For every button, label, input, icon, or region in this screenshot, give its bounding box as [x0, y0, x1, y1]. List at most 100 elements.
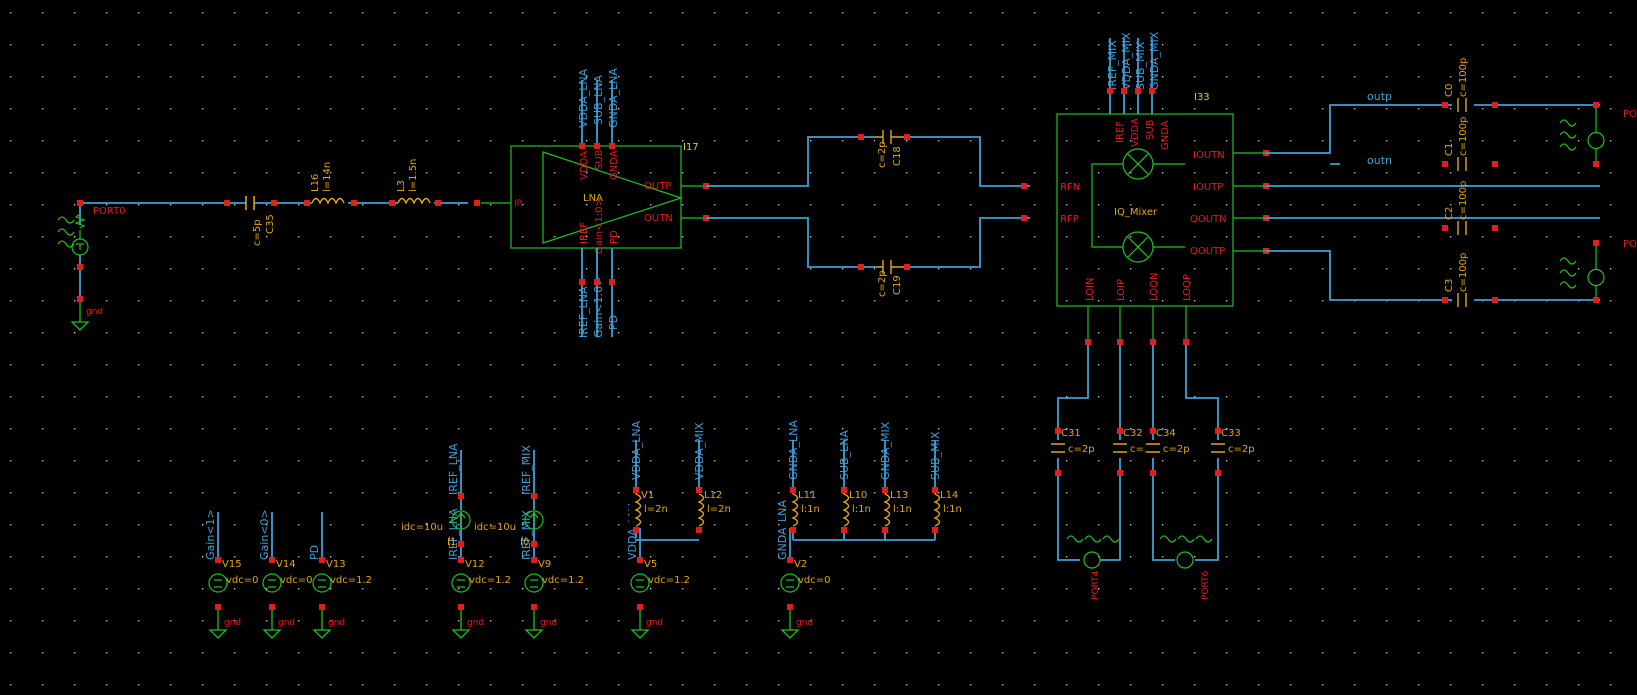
supply-inductors: VDDA_LNAV1l=2nVDDA_MIXL12l=2nGNDA_LNAL11… [629, 420, 962, 541]
l16-value: l=14n [322, 162, 333, 192]
source-gnd: gnd [328, 618, 345, 628]
net-iref-lna: IREF_LNA [577, 286, 590, 338]
output-cap-value: c=100p [1458, 58, 1469, 97]
source-gnd: gnd [224, 618, 241, 628]
output-port-1 [1559, 102, 1605, 167]
l16-name: L16 [310, 174, 321, 192]
mixer-pin-loin: LOIN [1085, 277, 1096, 301]
source-value: vdc=1.2 [542, 575, 584, 586]
mixer-inst: I33 [1194, 92, 1210, 103]
lo-cap-value: c=2p [1068, 444, 1095, 455]
source-value: vdc=0 [798, 575, 831, 586]
input-port: gnd PORT0 [57, 200, 468, 331]
source-inst: V13 [326, 559, 346, 570]
output-cap-name: C0 [1444, 84, 1455, 97]
capacitor-c35: c=5p C35 [224, 196, 277, 246]
lna-pin-outp: OUTP [644, 181, 671, 192]
inductor-net: VDDA_LNA [630, 420, 643, 480]
net-outp: outp [1367, 90, 1392, 103]
net-gnda-lna: GNDA_LNA [607, 68, 620, 128]
inductor-name: L10 [849, 490, 867, 501]
inductor-net: GNDA_LNA [787, 420, 800, 480]
net-vdda-mix: VDDA_MIX [1120, 32, 1133, 90]
lna-pin-pd: PD [609, 230, 620, 244]
source-net: GNDA_LNA [776, 500, 789, 560]
net-gain: Gain<1:0> [592, 277, 605, 338]
inductor-net: SUB_LNA [838, 430, 851, 480]
mixer-pin-loqp: LOQP [1182, 274, 1193, 301]
net-iref-mix: IREF_MIX [1106, 40, 1119, 90]
isrc-value: idc=10u [474, 522, 516, 533]
output-cap-value: c=100p [1458, 181, 1469, 220]
l3-name: L3 [396, 180, 407, 192]
lna-pin-ip: IP [514, 199, 523, 209]
net-vdda-lna: VDDA_LNA [577, 68, 590, 128]
source-net: Gain<0> [258, 509, 271, 560]
lna-block: I17 LNA IP OUTP OUTN VDDA SUB GNDA IREF … [481, 68, 709, 338]
net-sub-lna: SUB_LNA [592, 75, 605, 125]
output-cap-name: C3 [1444, 279, 1455, 292]
lo-cap-c34: C34 c=2p [1145, 428, 1190, 476]
inductor-value: l:1n [893, 504, 912, 515]
isrc-net: IREF_MIX [520, 445, 533, 495]
lo-cap-value: c=2p [1163, 444, 1190, 455]
c35-name: C35 [265, 214, 276, 234]
output-cap-name: C1 [1444, 143, 1455, 156]
output-port-2 [1559, 240, 1605, 303]
inductor-l16: L16 l=14n [304, 162, 357, 208]
lna-pin-gnda: GNDA [609, 150, 620, 180]
lna-pin-gain: Gain<1:0> [594, 198, 605, 254]
inductor-value: l:1n [801, 504, 820, 515]
c35-value: c=5p [252, 219, 263, 246]
port-right-2: PO [1623, 239, 1637, 250]
inductor-value: l=2n [707, 504, 731, 515]
lo-cap-name: C34 [1156, 428, 1176, 439]
source-gnd: gnd [278, 618, 295, 628]
inductor-value: l=2n [644, 504, 668, 515]
lna-pin-vdda: VDDA [579, 151, 590, 180]
supply-sources: Gain<1>V15vdc=0gndGain<0>V14vdc=0gndPDV1… [204, 443, 831, 639]
source-v15: Gain<1> V15 vdc=0 gnd [204, 509, 259, 639]
c19-name: C19 [892, 275, 903, 295]
mixer-name: IQ_Mixer [1114, 207, 1158, 218]
source-net: Gain<1> [204, 509, 217, 560]
mixer-pin-loip: LOIP [1116, 279, 1127, 301]
isrc-net: IREF_LNA [447, 443, 460, 495]
source-inst: V14 [276, 559, 296, 570]
isrc-inst: I1 [447, 537, 456, 548]
lna-inst: I17 [683, 142, 699, 153]
mixer-pin-loqn: LOQN [1149, 273, 1160, 301]
inductor-value: l:1n [943, 504, 962, 515]
inductor-name: L14 [940, 490, 958, 501]
net-sub-mix: SUB_MIX [1134, 41, 1147, 90]
mixer-pin-vdda: VDDA [1130, 118, 1141, 147]
mixer-pin-qoutp: QOUTP [1190, 246, 1225, 257]
output-cap-name: C2 [1444, 207, 1455, 220]
source-value: vdc=0 [226, 575, 259, 586]
port-right-1: PO [1623, 109, 1637, 120]
mixer-pin-qoutn: QOUTN [1190, 214, 1227, 225]
source-value: vdc=0 [280, 575, 313, 586]
mixer-pin-ioutp: IOUTP [1193, 182, 1223, 193]
source-inst: V15 [222, 559, 242, 570]
source-gnd: gnd [646, 618, 663, 628]
c18-name: C18 [892, 146, 903, 166]
source-net: IREF_LNA [447, 508, 460, 560]
lo-cap-name: C32 [1123, 428, 1143, 439]
output-cap-value: c=100p [1458, 253, 1469, 292]
mixer-pin-ioutn: IOUTN [1193, 150, 1225, 161]
mixer-pin-rfn: RFN [1060, 182, 1080, 193]
source-inst: V12 [465, 559, 485, 570]
